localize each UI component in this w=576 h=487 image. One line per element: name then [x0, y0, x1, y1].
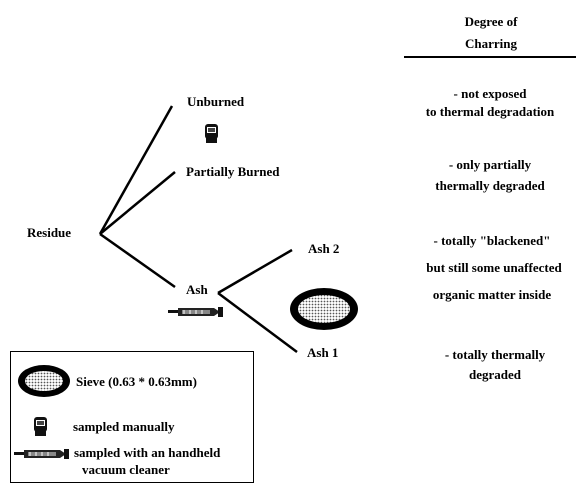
desc-1-line2: to thermal degradation — [425, 104, 555, 119]
legend-manual-label: sampled manually — [73, 419, 175, 434]
legend-sieve-icon — [18, 365, 70, 397]
legend-vacuum-cleaner-icon — [14, 449, 69, 459]
node-ash: Ash — [186, 282, 208, 297]
branch-ash1 — [217, 291, 298, 354]
branch-unburned — [98, 105, 174, 235]
branch-ash — [99, 232, 176, 289]
sieve-icon — [290, 288, 358, 330]
desc-1-line1: - not exposed — [453, 86, 527, 101]
desc-2-line2: thermally degraded — [435, 178, 545, 193]
node-ash2: Ash 2 — [308, 241, 340, 256]
legend-box — [10, 351, 254, 483]
header-title-line2: Charring — [465, 36, 517, 51]
desc-4-line1: - totally thermally — [444, 347, 546, 362]
node-partially-burned: Partially Burned — [186, 164, 280, 179]
branch-ash2 — [217, 248, 293, 295]
node-residue: Residue — [27, 225, 72, 240]
desc-2-line1: - only partially — [448, 157, 532, 172]
legend-hand-icon — [34, 417, 47, 436]
legend-sieve-label: Sieve (0.63 * 0.63mm) — [76, 374, 197, 389]
node-ash1: Ash 1 — [307, 345, 339, 360]
desc-3-line3: organic matter inside — [432, 287, 552, 302]
desc-3-line2: but still some unaffected — [426, 260, 562, 275]
desc-3-line1: - totally "blackened" — [433, 233, 551, 248]
legend-vacuum-label-line1: sampled with an handheld — [74, 445, 221, 460]
header-title-line1: Degree of — [464, 14, 518, 29]
branch-partially-burned — [99, 171, 176, 235]
node-unburned: Unburned — [187, 94, 245, 109]
desc-4-line2: degraded — [469, 367, 521, 382]
hand-icon — [205, 124, 218, 143]
legend-vacuum-label-line2: vacuum cleaner — [82, 462, 170, 477]
vacuum-cleaner-icon — [168, 307, 223, 317]
